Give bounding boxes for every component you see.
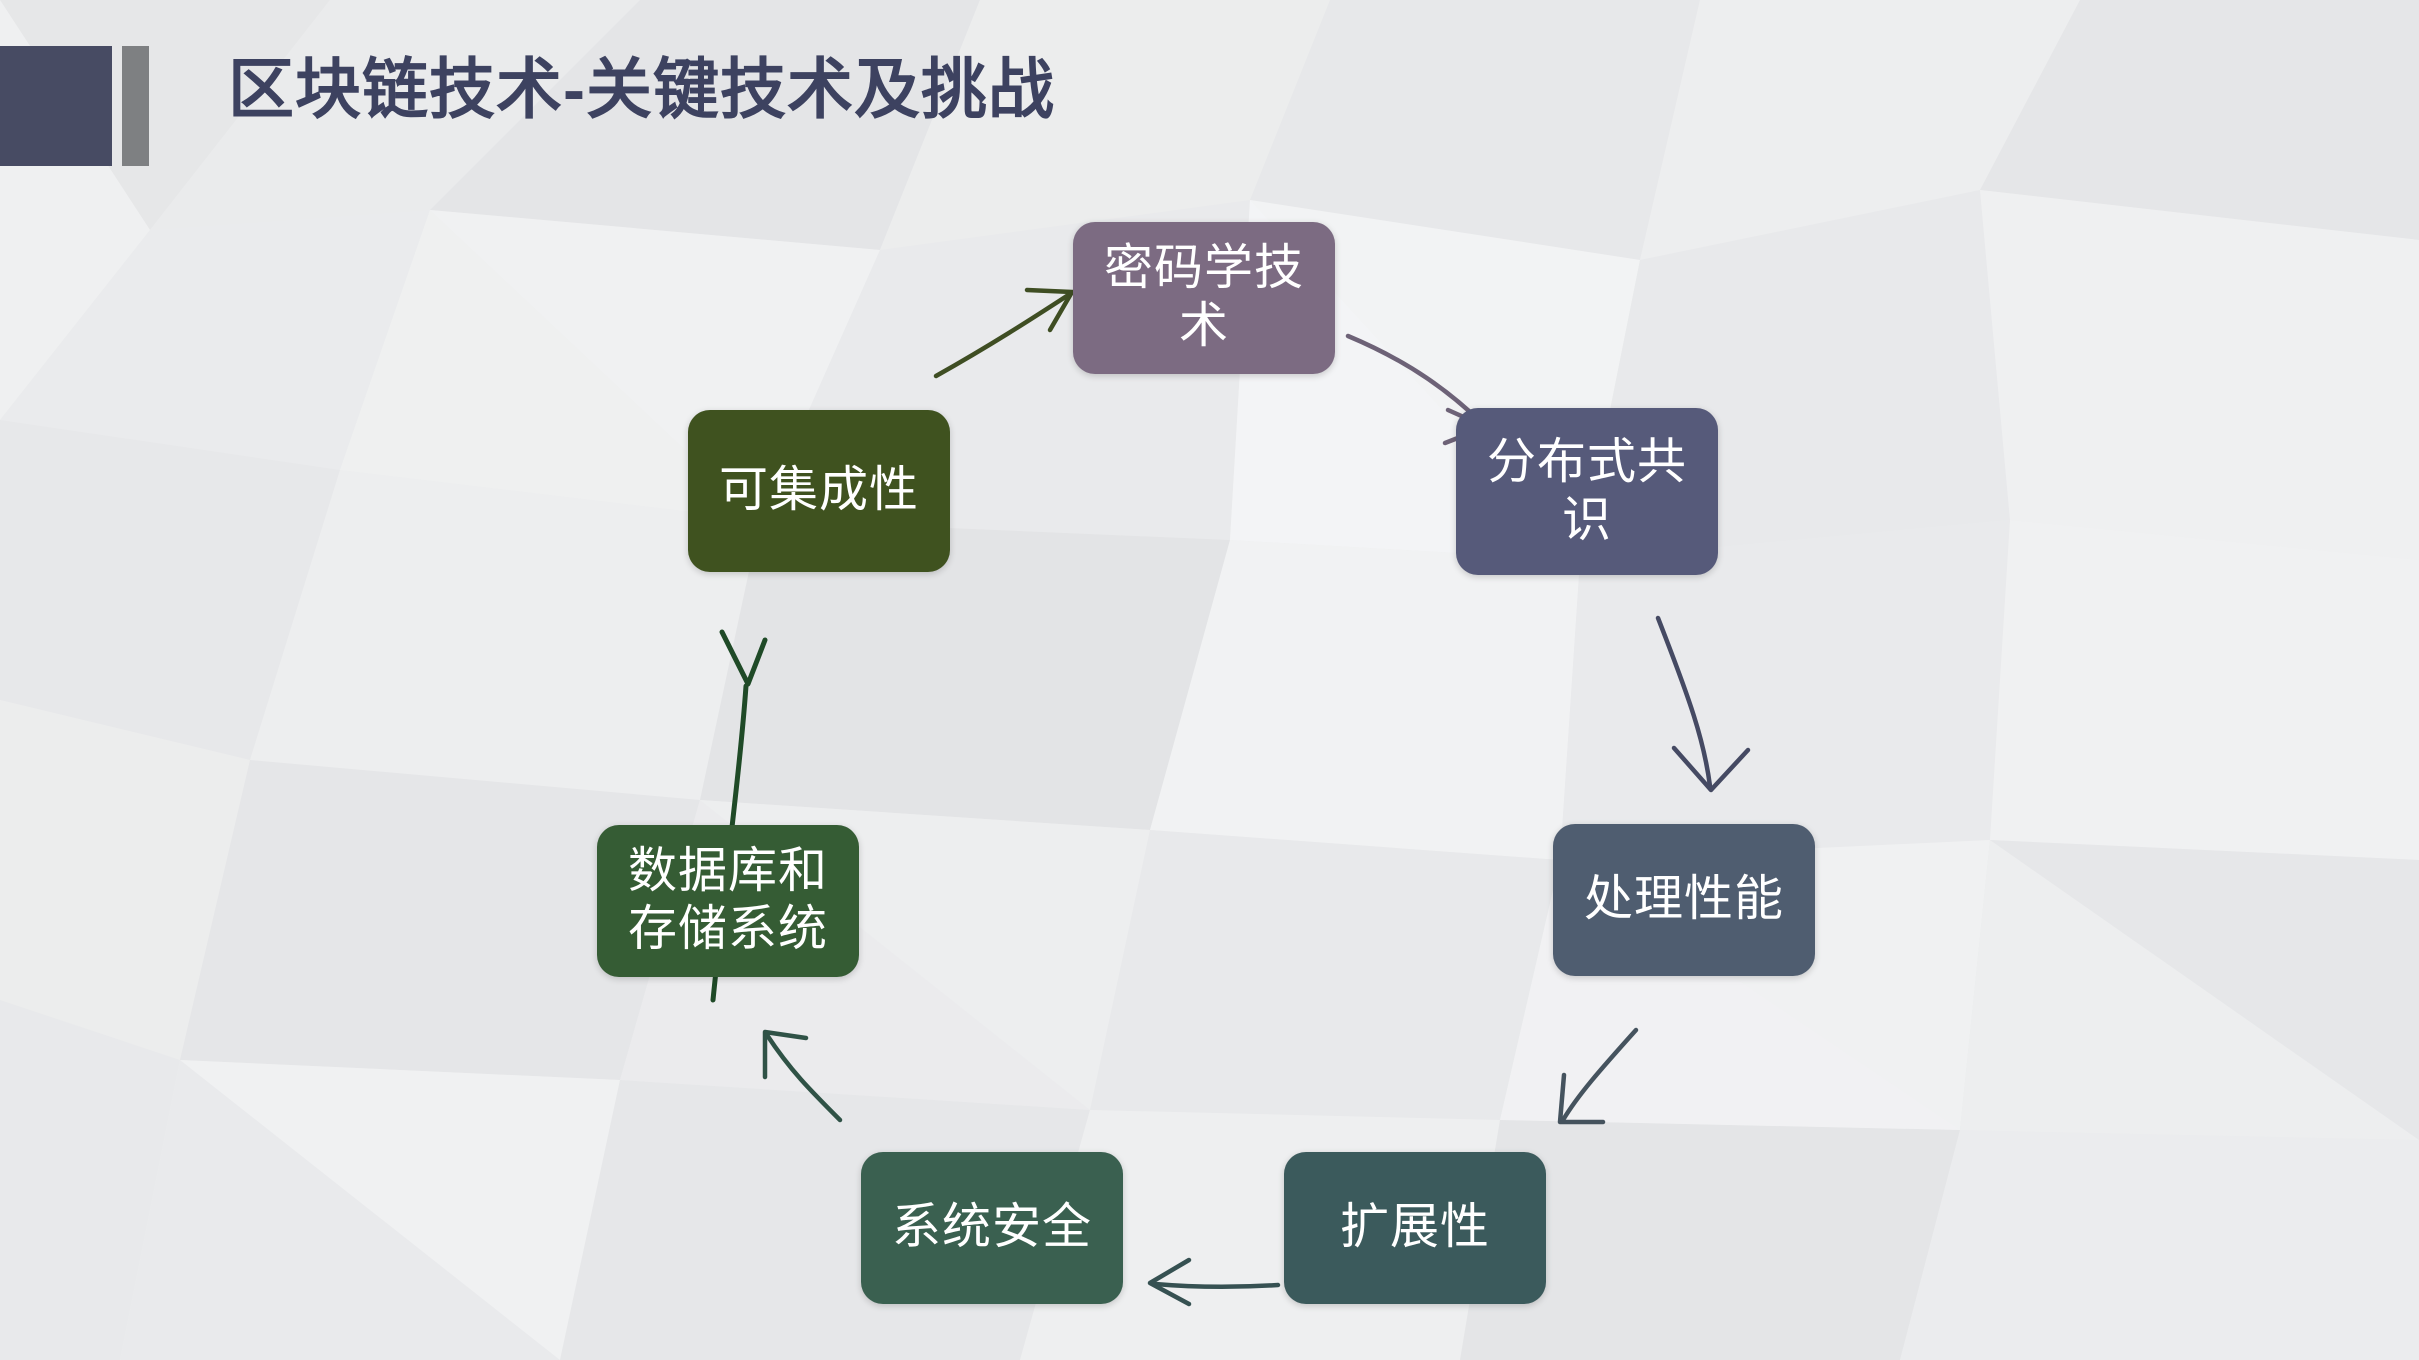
title-accent-block — [0, 46, 112, 166]
node-integrability-line-1: 可集成性 — [718, 463, 919, 518]
node-cryptography-line-2: 术 — [1178, 299, 1229, 353]
node-system-security-line-1: 系统安全 — [891, 1200, 1092, 1255]
node-integrability[interactable]: 可集成性 — [688, 410, 950, 572]
node-system-security[interactable]: 系统安全 — [861, 1152, 1123, 1304]
node-database-storage-line-2: 存储系统 — [627, 902, 828, 956]
node-cryptography-line-1: 密码学技 — [1103, 241, 1304, 296]
arrow-security-to-database — [762, 1029, 843, 1123]
arrow-performance-to-scalability — [1557, 1027, 1639, 1125]
node-distributed-consensus[interactable]: 分布式共 识 — [1456, 408, 1718, 575]
node-database-storage[interactable]: 数据库和 存储系统 — [597, 825, 859, 977]
arrow-scalability-to-security — [1147, 1257, 1281, 1307]
arrow-consensus-to-performance — [1655, 615, 1751, 793]
node-database-storage-line-1: 数据库和 — [627, 844, 828, 899]
arrow-integrability-to-cryptography — [933, 287, 1076, 379]
node-scalability[interactable]: 扩展性 — [1284, 1152, 1546, 1304]
node-processing-performance-line-1: 处理性能 — [1583, 872, 1784, 927]
page-title: 区块链技术-关键技术及挑战 — [228, 52, 1055, 126]
node-scalability-line-1: 扩展性 — [1339, 1200, 1490, 1255]
node-distributed-consensus-line-2: 识 — [1561, 492, 1612, 547]
title-accent-bar — [122, 46, 149, 166]
node-cryptography[interactable]: 密码学技 术 — [1073, 222, 1335, 374]
node-processing-performance[interactable]: 处理性能 — [1553, 824, 1815, 976]
node-distributed-consensus-line-1: 分布式共 — [1486, 434, 1687, 489]
